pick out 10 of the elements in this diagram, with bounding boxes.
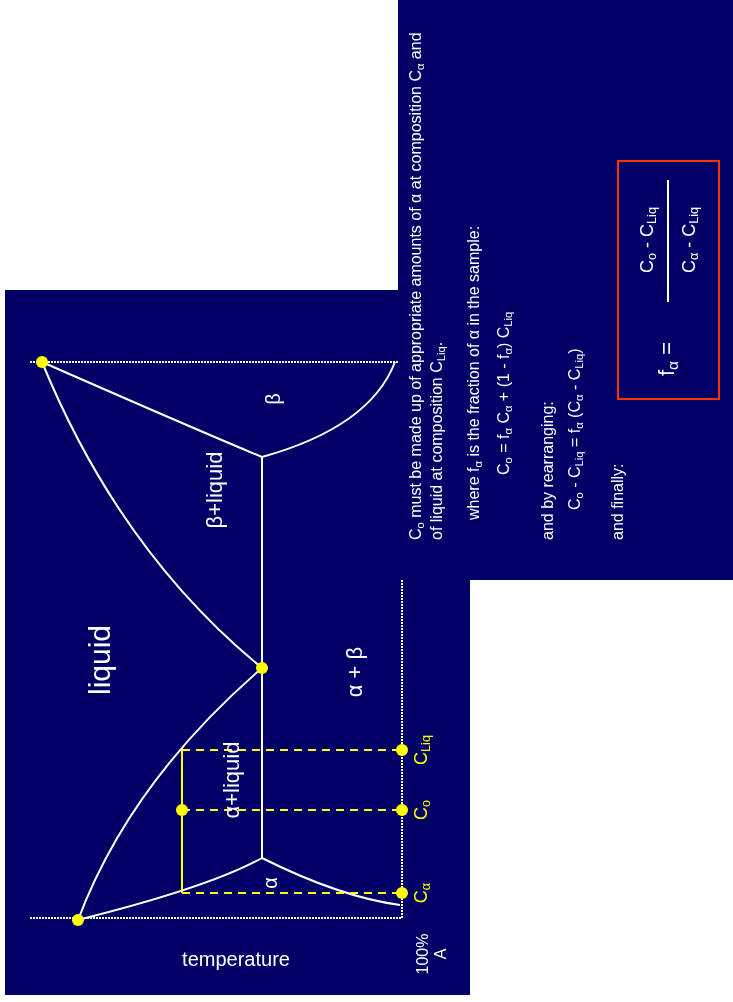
region-label: α+liquid <box>219 741 245 819</box>
paragraph: and by rearranging: <box>538 401 557 540</box>
region-label: liquid <box>82 624 117 696</box>
axis-label: 100% A <box>413 932 450 976</box>
axis-label: temperature <box>182 947 290 971</box>
region-label: α + β <box>342 646 368 698</box>
paragraph: and finally: <box>608 463 627 540</box>
region-label: β+liquid <box>202 451 228 529</box>
region-label: β <box>261 393 285 405</box>
region-label: α <box>258 877 282 889</box>
